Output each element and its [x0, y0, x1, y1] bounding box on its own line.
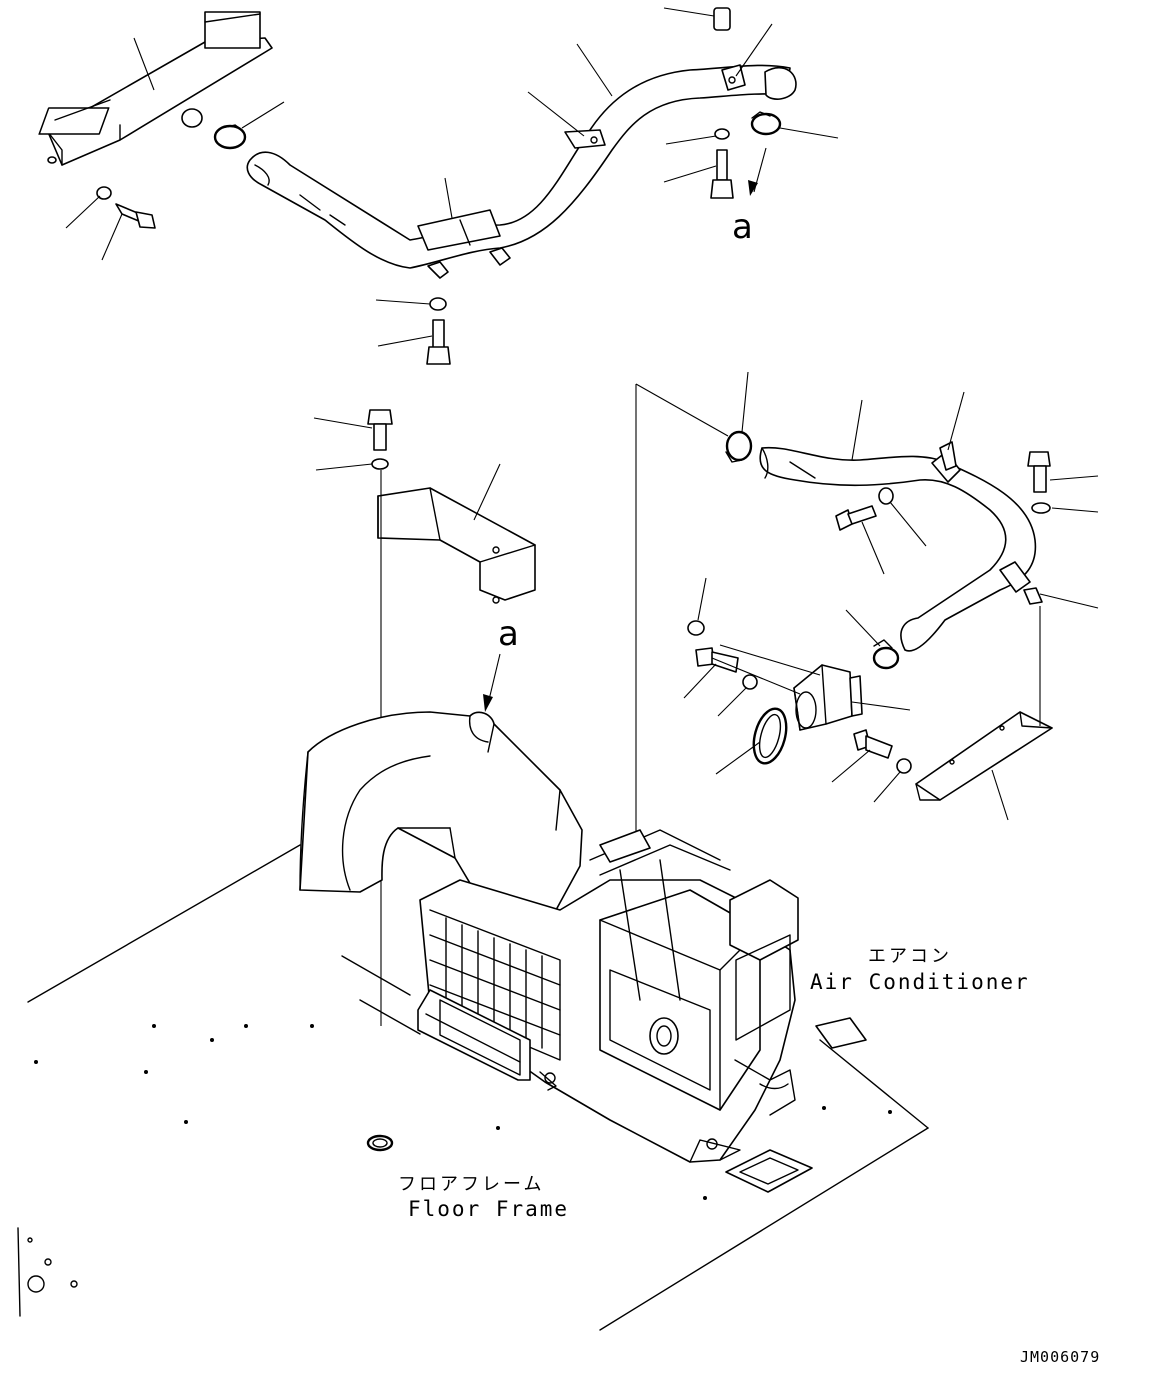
hose-clamp-top-left: [213, 124, 247, 150]
bolt-elbow-left: [695, 647, 739, 673]
floor-frame: [17, 844, 929, 1331]
upper-duct-bracket: [38, 11, 273, 166]
duct-elbow: [793, 664, 863, 731]
washer-far-right: [1031, 502, 1051, 514]
leader-lines-top: [65, 7, 839, 347]
hose-clamp-top-right: [750, 111, 782, 136]
view-label-a-top: a: [732, 207, 753, 247]
right-hose-clamp-top: [725, 430, 753, 463]
bolt-far-right: [1027, 451, 1051, 493]
bolt-top-right: [710, 149, 734, 199]
cover-bracket: [377, 487, 536, 604]
air-conditioner-label-en: Air Conditioner: [810, 970, 1030, 994]
spacer-top-right: [713, 7, 731, 31]
washer-elbow-bottom: [896, 758, 912, 774]
washer-top-center: [429, 297, 447, 311]
bolt-mid-left: [367, 409, 393, 451]
bolt-right-hose: [835, 505, 877, 531]
upper-duct-hose: [246, 64, 797, 279]
washer-mid-left: [371, 458, 389, 470]
air-conditioner-label-jp: エアコン: [868, 946, 952, 967]
view-arrow-top: [748, 147, 767, 196]
view-label-a-bottom: a: [498, 614, 519, 654]
floor-frame-label-en: Floor Frame: [408, 1197, 569, 1221]
right-side-hose: [759, 441, 1043, 652]
floor-frame-label-jp: フロアフレーム: [398, 1174, 544, 1195]
right-floor-bracket: [915, 711, 1053, 801]
leader-lines-right: [635, 371, 1099, 842]
air-conditioner-unit: [299, 711, 799, 1163]
washer-right-hose: [878, 487, 894, 505]
view-arrow-bottom: [483, 653, 501, 712]
bolt-elbow-bottom: [853, 729, 893, 759]
washer-right-small: [687, 620, 705, 636]
duct-seal: [752, 707, 788, 765]
drawing-code: JM006079: [1020, 1348, 1100, 1366]
hose-clamp-elbow: [872, 639, 900, 670]
bolt-left-top: [115, 203, 156, 229]
bolt-top-center: [426, 319, 451, 365]
washer-top-right: [714, 128, 730, 140]
washer-left-top: [96, 186, 112, 200]
washer-elbow: [742, 674, 758, 690]
